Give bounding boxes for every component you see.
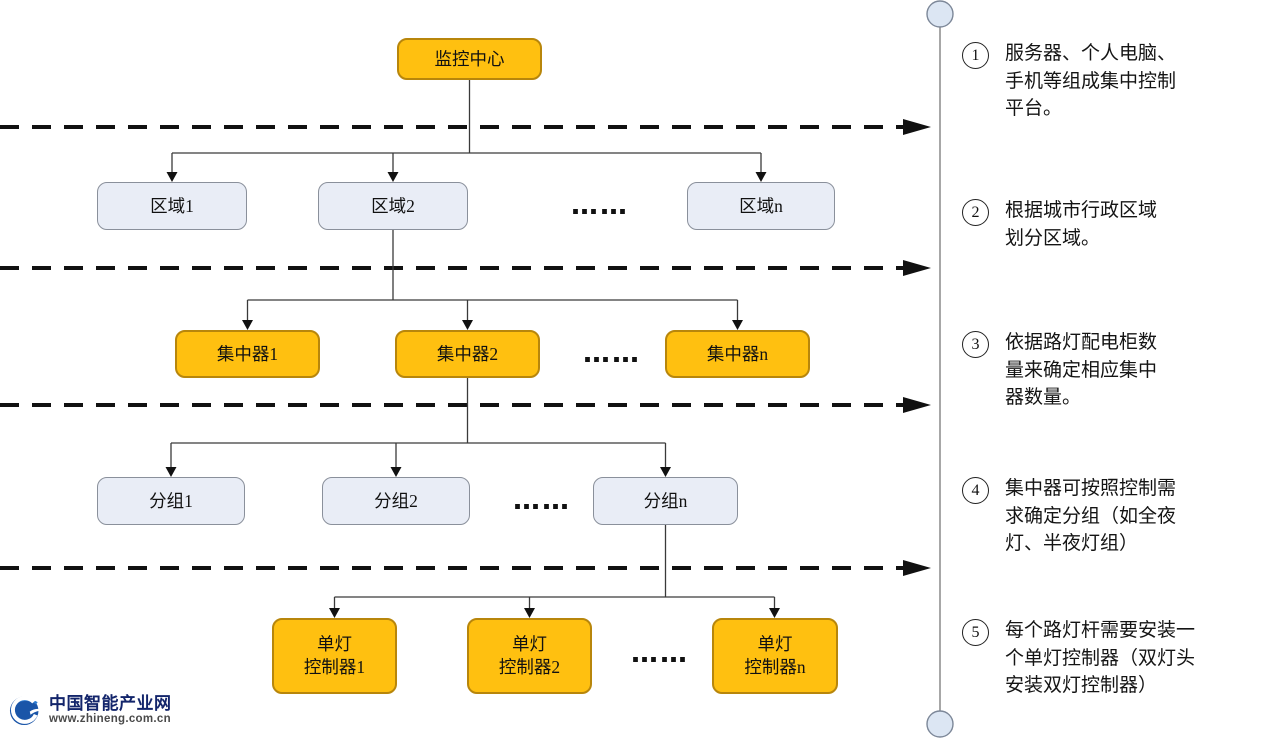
- logo-title: 中国智能产业网: [49, 694, 172, 714]
- dashed-separator-3: [0, 397, 931, 413]
- rail-bottom-circle: [926, 710, 954, 738]
- node-label: 分组n: [643, 490, 688, 511]
- node-label: 区域2: [371, 195, 415, 216]
- node-region-n: 区域n: [687, 182, 835, 230]
- node-label: 单灯 控制器n: [744, 634, 806, 677]
- node-region-2: 区域2: [318, 182, 468, 230]
- annotation-5: 5 每个路灯杆需要安装一个单灯控制器（双灯头安装双灯控制器）: [962, 617, 1204, 700]
- node-lamp-controller-1: 单灯 控制器1: [272, 618, 397, 694]
- dashed-separator-4: [0, 560, 931, 576]
- node-label: 监控中心: [434, 48, 505, 69]
- rail-top-circle: [926, 0, 954, 28]
- site-logo: 中国智能产业网 www.zhineng.com.cn: [6, 691, 172, 729]
- ellipsis-groups: ……: [513, 485, 571, 516]
- node-label: 集中器2: [436, 343, 499, 364]
- annotation-text: 每个路灯杆需要安装一个单灯控制器（双灯头安装双灯控制器）: [1005, 620, 1196, 696]
- annotation-text: 服务器、个人电脑、手机等组成集中控制平台。: [1005, 43, 1177, 119]
- node-label: 单灯 控制器2: [498, 634, 561, 677]
- node-label: 分组2: [374, 490, 418, 511]
- connector-root-to-regions: [166, 80, 767, 182]
- logo-text-block: 中国智能产业网 www.zhineng.com.cn: [49, 695, 172, 725]
- node-concentrator-1: 集中器1: [175, 330, 320, 378]
- annotation-text: 集中器可按照控制需求确定分组（如全夜灯、半夜灯组）: [1005, 478, 1177, 554]
- annotation-number-badge: 2: [962, 199, 989, 226]
- annotation-2: 2 根据城市行政区域划分区域。: [962, 197, 1165, 252]
- annotation-1: 1 服务器、个人电脑、手机等组成集中控制平台。: [962, 40, 1185, 123]
- connector-region2-to-concentrators: [242, 230, 743, 330]
- node-group-2: 分组2: [322, 477, 470, 525]
- node-monitoring-center: 监控中心: [397, 38, 542, 80]
- dashed-separator-2: [0, 260, 931, 276]
- node-label: 区域1: [150, 195, 194, 216]
- annotation-number-badge: 3: [962, 331, 989, 358]
- node-region-1: 区域1: [97, 182, 247, 230]
- node-lamp-controller-2: 单灯 控制器2: [467, 618, 592, 694]
- node-label: 集中器n: [706, 343, 769, 364]
- node-label: 单灯 控制器1: [303, 634, 366, 677]
- node-label: 分组1: [149, 490, 193, 511]
- node-label: 集中器1: [216, 343, 279, 364]
- annotation-3: 3 依据路灯配电柜数量来确定相应集中器数量。: [962, 329, 1165, 412]
- dashed-separator-1: [0, 119, 931, 135]
- annotation-4: 4 集中器可按照控制需求确定分组（如全夜灯、半夜灯组）: [962, 475, 1185, 558]
- logo-url: www.zhineng.com.cn: [49, 712, 171, 725]
- annotation-number-badge: 1: [962, 42, 989, 69]
- annotation-text: 依据路灯配电柜数量来确定相应集中器数量。: [1005, 332, 1158, 408]
- annotation-text: 根据城市行政区域划分区域。: [1005, 200, 1158, 249]
- node-group-1: 分组1: [97, 477, 245, 525]
- node-concentrator-2: 集中器2: [395, 330, 540, 378]
- annotation-number-badge: 4: [962, 477, 989, 504]
- connector-concentrator2-to-groups: [165, 378, 671, 477]
- annotation-number-badge: 5: [962, 619, 989, 646]
- node-lamp-controller-n: 单灯 控制器n: [712, 618, 838, 694]
- ellipsis-concentrators: ……: [583, 338, 641, 369]
- node-group-n: 分组n: [593, 477, 738, 525]
- right-rail: [926, 0, 954, 738]
- node-label: 区域n: [739, 195, 783, 216]
- node-concentrator-n: 集中器n: [665, 330, 810, 378]
- connector-groupn-to-controllers: [329, 525, 780, 618]
- logo-swirl-icon: [9, 696, 41, 726]
- ellipsis-controllers: ……: [631, 638, 689, 669]
- ellipsis-regions: ……: [571, 190, 629, 221]
